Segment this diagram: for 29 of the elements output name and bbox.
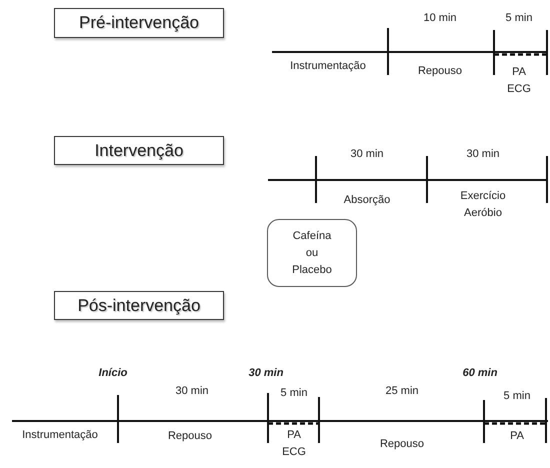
time-marker: 30 min bbox=[248, 366, 284, 381]
phase-title: Pós-intervenção bbox=[78, 296, 200, 316]
measure-label: PA ECG bbox=[281, 428, 307, 460]
phase-title: Intervenção bbox=[94, 140, 184, 160]
step-label: Exercício Aeróbio bbox=[459, 189, 507, 221]
time-marker: Início bbox=[98, 366, 128, 381]
duration-label: 25 min bbox=[385, 384, 419, 399]
time-marker: 60 min bbox=[462, 366, 498, 381]
phase-box bbox=[54, 291, 224, 320]
duration-label: 10 min bbox=[423, 11, 457, 26]
step-label: Repouso bbox=[418, 64, 462, 79]
duration-label: 5 min bbox=[280, 386, 308, 401]
treatment-box bbox=[267, 219, 357, 287]
step-label: Absorção bbox=[344, 193, 390, 208]
step-label: Repouso bbox=[168, 429, 212, 444]
duration-label: 5 min bbox=[506, 11, 532, 26]
phase-box bbox=[54, 136, 224, 165]
duration-label: 30 min bbox=[466, 147, 500, 162]
duration-label: 30 min bbox=[350, 147, 384, 162]
measure-label: PA ECG bbox=[506, 65, 532, 97]
measure-label: PA bbox=[510, 429, 524, 444]
step-label: Instrumentação bbox=[290, 59, 366, 74]
duration-label: 5 min bbox=[504, 389, 530, 404]
phase-title: Pré-intervenção bbox=[78, 13, 199, 33]
step-label: Repouso bbox=[380, 437, 424, 452]
step-label: Instrumentação bbox=[22, 428, 98, 443]
duration-label: 30 min bbox=[175, 384, 209, 399]
phase-box bbox=[54, 8, 224, 38]
treatment-text: Cafeína ou Placebo bbox=[291, 228, 333, 278]
